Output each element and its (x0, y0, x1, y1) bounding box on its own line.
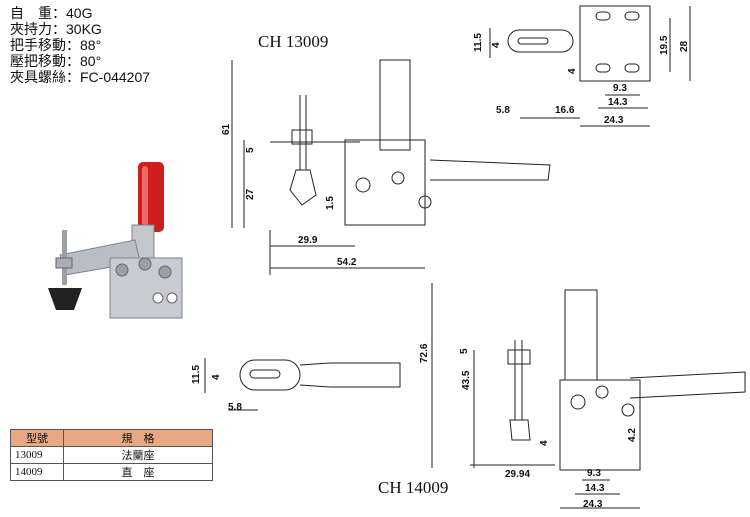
dim-4-2: 4.2 (627, 428, 638, 442)
spec-clamp-force: 夾持力：30KG (10, 21, 102, 37)
ch13009-top-view (489, 5, 691, 127)
dim-5-8-b: 5.8 (228, 402, 242, 413)
dim-24-3: 24.3 (604, 115, 624, 126)
table-row: 14009 直 座 (10, 463, 213, 481)
dim-4-b: 4 (211, 374, 222, 380)
dim-9-3-b: 9.3 (587, 468, 601, 479)
dim-9-3: 9.3 (613, 83, 627, 94)
dim-28: 28 (679, 40, 690, 52)
dim-14-3-b: 14.3 (585, 483, 605, 494)
table-row: 13009 法蘭座 (10, 446, 213, 464)
dim-11-5-b: 11.5 (191, 365, 202, 384)
dim-43-5: 43.5 (461, 370, 472, 390)
clamp-photo-illustration (48, 162, 183, 319)
dim-4-c: 4 (539, 440, 550, 446)
ch14009-side-view (431, 283, 746, 509)
dim-4-lower: 4 (567, 68, 578, 74)
dim-27: 27 (245, 188, 256, 200)
table-header: 規 格 (63, 429, 213, 447)
dim-5-b: 5 (459, 348, 470, 354)
dim-29-94: 29.94 (505, 469, 531, 480)
dim-29-9: 29.9 (298, 235, 318, 246)
table-header: 型號 (10, 429, 64, 447)
table-cell: 直 座 (63, 463, 213, 481)
ch13009-side-view (231, 59, 551, 275)
dim-54-2: 54.2 (337, 257, 357, 268)
dim-5: 5 (245, 147, 256, 153)
dim-72-6: 72.6 (419, 343, 430, 363)
ch13009-title: CH 13009 (258, 32, 329, 51)
dim-61: 61 (221, 123, 232, 135)
spec-clamp-screw: 夾具螺絲：FC-044207 (10, 69, 151, 85)
dim-16-6: 16.6 (555, 105, 575, 116)
ch14009-title: CH 14009 (378, 478, 449, 497)
dim-11-5: 11.5 (473, 33, 484, 52)
spec-handle-travel: 把手移動：88° (10, 37, 102, 53)
table-cell: 13009 (10, 446, 64, 464)
table-cell: 法蘭座 (63, 446, 213, 464)
table-header-row: 型號 規 格 (10, 429, 213, 447)
dim-19-5: 19.5 (659, 35, 670, 55)
dim-4-top: 4 (491, 42, 502, 48)
dim-14-3: 14.3 (608, 97, 628, 108)
dim-24-3-b: 24.3 (583, 499, 603, 510)
table-cell: 14009 (10, 463, 64, 481)
model-table: 型號 規 格 13009 法蘭座 14009 直 座 (10, 429, 213, 481)
spec-bar-travel: 壓把移動：80° (10, 53, 102, 69)
spec-weight: 自 重：40G (10, 5, 93, 21)
ch14009-top-view (204, 358, 401, 411)
dim-1-5: 1.5 (325, 196, 336, 210)
dim-5-8: 5.8 (496, 105, 510, 116)
